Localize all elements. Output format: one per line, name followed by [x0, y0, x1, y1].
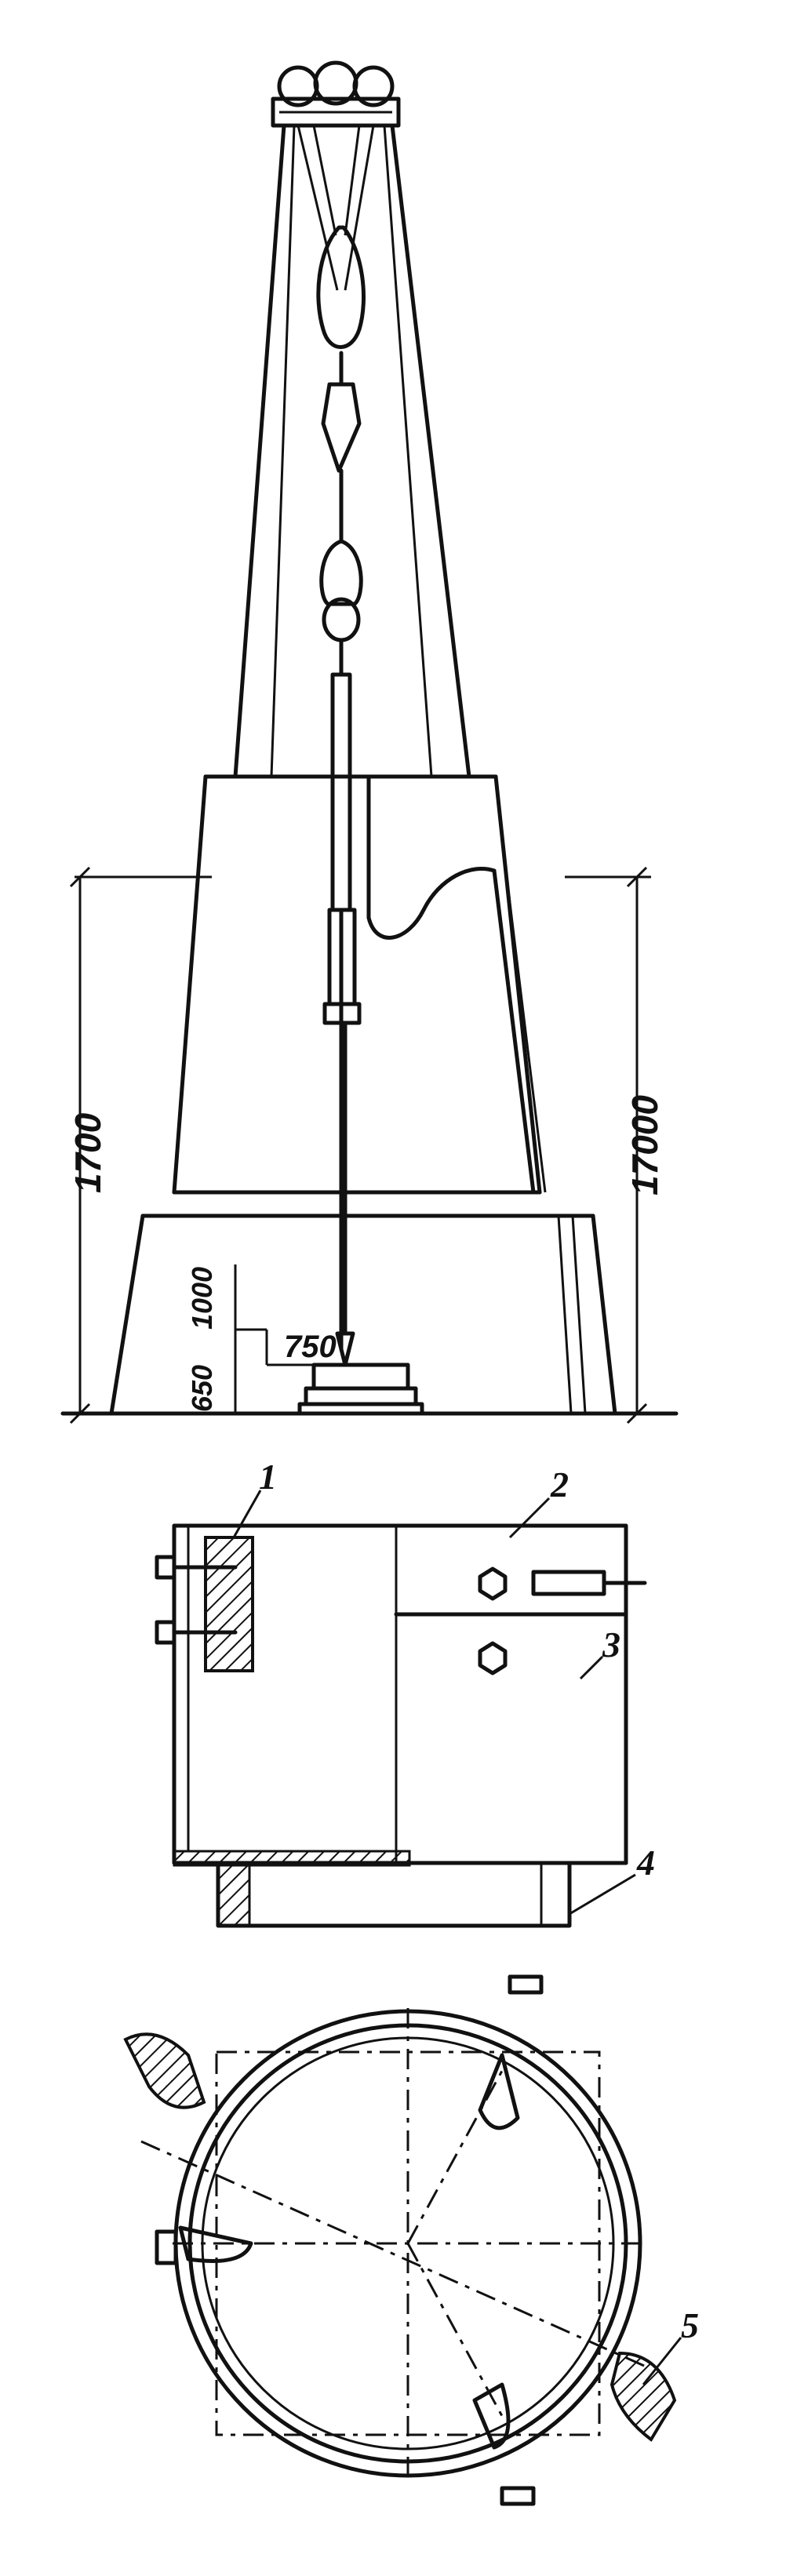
mid-frame: [172, 774, 542, 1195]
lug-bottom: [472, 2382, 511, 2450]
lug-top-right: [478, 2053, 520, 2130]
left-bolts: [155, 1555, 238, 1645]
tower-elevation: 1700 17000 650 1000 750: [60, 60, 679, 1424]
standpipe: [492, 868, 536, 1195]
dim-right-height: 17000: [624, 1095, 665, 1195]
traveling-block: [316, 225, 366, 387]
hoist-ropes: [297, 125, 375, 291]
hook: [321, 382, 362, 544]
lug-left: [178, 2225, 253, 2263]
hatched-block-1: [204, 1536, 254, 1672]
callout-2: 2: [550, 1464, 569, 1504]
hatched-base-ring: [217, 1861, 251, 1927]
base-frame: [60, 1213, 679, 1416]
upper-frame: [233, 123, 471, 779]
kelly-string: [322, 672, 362, 1367]
crown-block: [271, 60, 401, 128]
dimension-lines: [69, 866, 651, 1424]
section-view: 1 2 3 4: [155, 1457, 655, 1928]
attachment-left: [123, 2032, 206, 2109]
callout-3: 3: [602, 1625, 620, 1665]
dim-650: 650: [186, 1365, 218, 1412]
plan-view: 5: [123, 1974, 699, 2506]
dim-750: 750: [284, 1330, 337, 1364]
attachment-right: [610, 2351, 677, 2442]
callout-5: 5: [681, 2305, 699, 2345]
swivel-bail: [319, 539, 363, 677]
rotary-table: [297, 1363, 424, 1416]
dim-left-height: 1700: [67, 1112, 108, 1193]
dim-1000: 1000: [186, 1267, 218, 1330]
right-nuts: [478, 1566, 647, 1675]
mud-hose: [366, 774, 497, 940]
callout-1: 1: [259, 1457, 277, 1497]
callout-4: 4: [636, 1843, 655, 1883]
